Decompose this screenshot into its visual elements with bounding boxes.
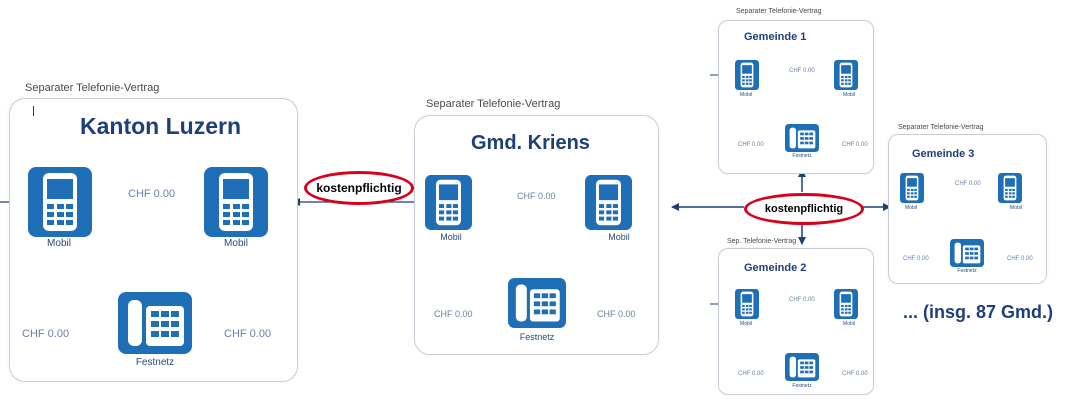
contract-label-gemeinde1: Separater Telefonie-Vertrag <box>736 8 822 15</box>
cost-label: CHF 0.00 <box>434 309 473 319</box>
cost-label: CHF 0.00 <box>224 328 272 340</box>
mobile-label: Mobil <box>843 92 855 98</box>
cost-label: CHF 0.00 <box>738 371 764 377</box>
mobile-phone-icon <box>834 289 858 319</box>
landline-label: Festnetz <box>519 332 555 342</box>
landline-label: Festnetz <box>957 268 977 274</box>
landline-label: Festnetz <box>135 357 175 368</box>
contract-label-kanton: Separater Telefonie-Vertrag <box>25 82 160 94</box>
mobile-label: Mobil <box>740 92 752 98</box>
landline-phone-icon <box>508 278 566 328</box>
gemeinde3-title: Gemeinde 3 <box>912 148 975 160</box>
charge-badge: kostenpflichtig <box>304 171 414 205</box>
contract-label-gemeinde3: Separater Telefonie-Vertrag <box>898 124 984 131</box>
text-cursor <box>33 106 34 116</box>
contract-label-kriens: Separater Telefonie-Vertrag <box>426 98 561 110</box>
cost-label: CHF 0.00 <box>903 256 929 262</box>
mobile-label: Mobil <box>47 238 71 249</box>
cost-label: CHF 0.00 <box>1007 256 1033 262</box>
kriens-title: Gmd. Kriens <box>471 132 590 154</box>
cost-label: CHF 0.00 <box>789 297 815 303</box>
cost-label: CHF 0.00 <box>789 68 815 74</box>
mobile-label: Mobil <box>1010 205 1022 211</box>
mobile-label: Mobil <box>843 321 855 327</box>
kanton-luzern-title: Kanton Luzern <box>80 113 241 139</box>
landline-phone-icon <box>118 292 192 354</box>
landline-phone-icon <box>785 353 819 381</box>
cost-label: CHF 0.00 <box>842 142 868 148</box>
more-municipalities-text: ... (insg. 87 Gmd.) <box>903 302 1054 322</box>
mobile-phone-icon <box>28 167 92 237</box>
cost-label: CHF 0.00 <box>955 181 981 187</box>
mobile-phone-icon <box>735 289 759 319</box>
mobile-phone-icon <box>204 167 268 237</box>
gemeinde2-title: Gemeinde 2 <box>744 262 807 274</box>
landline-phone-icon <box>785 124 819 152</box>
cost-label: CHF 0.00 <box>22 328 70 340</box>
cost-label: CHF 0.00 <box>597 309 636 319</box>
mobile-label: Mobil <box>608 232 630 242</box>
cost-label: CHF 0.00 <box>738 142 764 148</box>
cost-label: CHF 0.00 <box>842 371 868 377</box>
mobile-label: Mobil <box>440 232 462 242</box>
mobile-label: Mobil <box>905 205 917 211</box>
mobile-phone-icon <box>834 60 858 90</box>
cost-label: CHF 0.00 <box>128 188 176 200</box>
mobile-phone-icon <box>998 173 1022 203</box>
cost-label: CHF 0.00 <box>517 191 556 201</box>
landline-label: Festnetz <box>792 383 812 389</box>
charge-badge: kostenpflichtig <box>744 193 864 225</box>
landline-phone-icon <box>950 239 984 267</box>
mobile-label: Mobil <box>224 238 248 249</box>
landline-label: Festnetz <box>792 153 812 159</box>
mobile-phone-icon <box>900 173 924 203</box>
mobile-phone-icon <box>735 60 759 90</box>
gemeinde1-title: Gemeinde 1 <box>744 31 807 43</box>
mobile-label: Mobil <box>740 321 752 327</box>
mobile-phone-icon <box>585 175 632 230</box>
contract-label-gemeinde2: Sep. Telefonie-Vertrag <box>727 238 797 245</box>
mobile-phone-icon <box>425 175 472 230</box>
